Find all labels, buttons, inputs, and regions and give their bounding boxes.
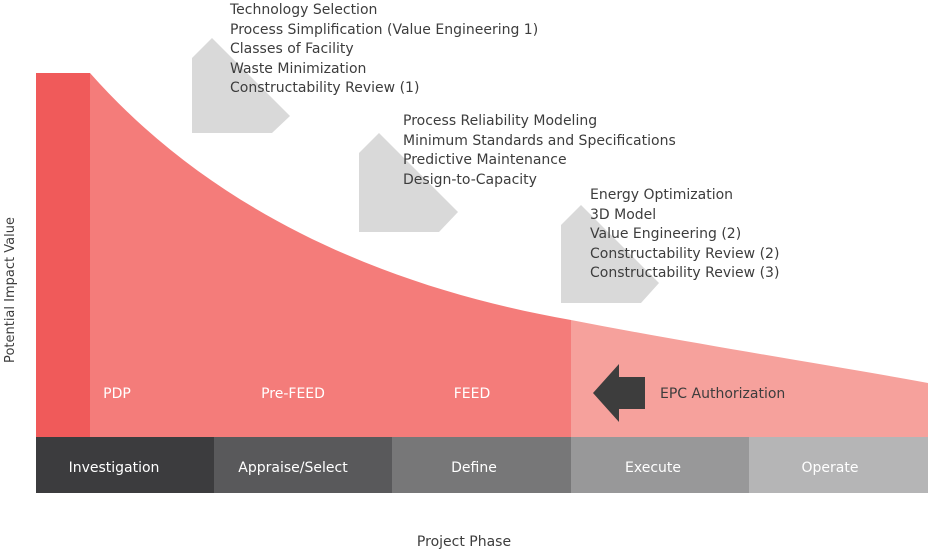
phase-label-operate: Operate [802, 460, 859, 476]
callout-arrow-3 [561, 205, 659, 303]
callout-2-item: Predictive Maintenance [403, 152, 567, 168]
callout-arrow-2 [359, 133, 458, 232]
phase-appraise-select [214, 437, 392, 493]
callout-2-item: Process Reliability Modeling [403, 113, 597, 129]
callout-1-item: Classes of Facility [230, 41, 354, 57]
phase-label-execute: Execute [625, 460, 681, 476]
phase-define [392, 437, 571, 493]
phase-execute [571, 437, 749, 493]
callout-2-item: Minimum Standards and Specifications [403, 133, 676, 149]
x-axis-label: Project Phase [417, 534, 511, 550]
callout-1-item: Constructability Review (1) [230, 80, 419, 96]
impact-curve-main [36, 73, 571, 437]
callout-list-3: Energy Optimization 3D Model Value Engin… [590, 187, 779, 281]
callout-list-1: Technology Selection Process Simplificat… [229, 2, 538, 96]
callout-3-item: Value Engineering (2) [590, 226, 741, 242]
phase-operate [749, 437, 928, 493]
callout-arrow-1 [192, 38, 290, 133]
y-axis-label: Potential Impact Value [3, 217, 18, 363]
callout-3-item: Constructability Review (2) [590, 246, 779, 262]
phase-investigation [36, 437, 214, 493]
pdp-stage-bar [36, 73, 90, 437]
callout-list-2: Process Reliability Modeling Minimum Sta… [403, 113, 676, 188]
epc-authorization-label: EPC Authorization [660, 386, 785, 402]
callout-3-item: Constructability Review (3) [590, 265, 779, 281]
stage-label-pre-feed: Pre-FEED [261, 386, 325, 402]
callout-3-item: Energy Optimization [590, 187, 733, 203]
phase-bar: Investigation Appraise/Select Define Exe… [36, 437, 928, 493]
stage-label-feed: FEED [454, 386, 491, 402]
phase-label-appraise-select: Appraise/Select [238, 460, 348, 476]
epc-authorization-arrow [593, 364, 645, 422]
callout-1-item: Technology Selection [229, 2, 377, 18]
impact-curve-operate [571, 320, 928, 437]
callout-3-item: 3D Model [590, 207, 656, 223]
callout-1-item: Process Simplification (Value Engineerin… [230, 22, 538, 38]
callout-2-item: Design-to-Capacity [403, 172, 537, 188]
stage-label-pdp: PDP [103, 386, 131, 402]
phase-label-define: Define [451, 460, 497, 476]
phase-label-investigation: Investigation [69, 460, 160, 476]
callout-1-item: Waste Minimization [230, 61, 366, 77]
